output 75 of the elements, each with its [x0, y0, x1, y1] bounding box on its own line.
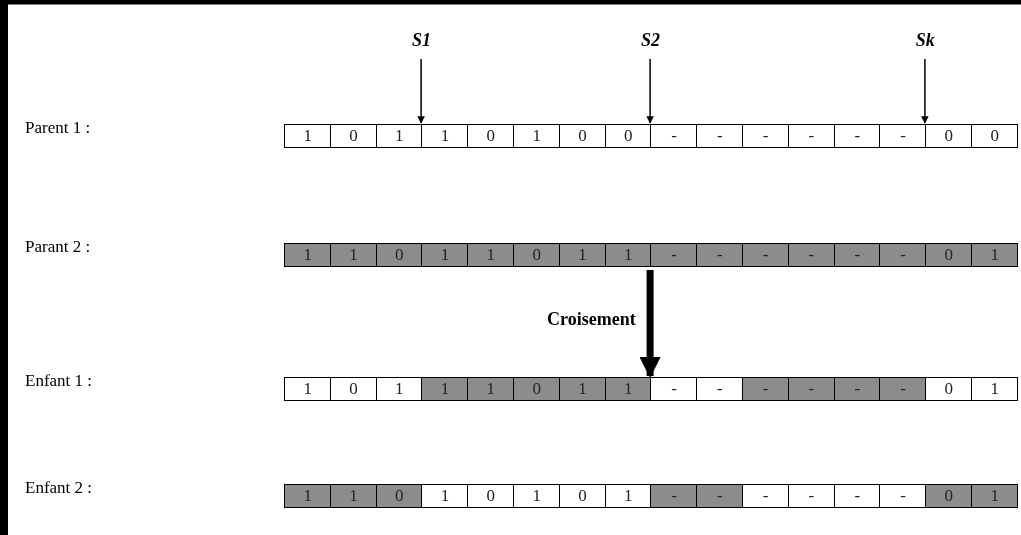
gene-cell: - — [833, 484, 881, 508]
gene-cell: 0 — [925, 243, 973, 267]
gene-cell: 1 — [421, 124, 469, 148]
gene-cell: - — [879, 243, 927, 267]
gene-cell: 1 — [604, 484, 652, 508]
gene-cell: - — [833, 377, 881, 401]
gene-cell: 0 — [375, 243, 423, 267]
gene-cell: 1 — [375, 124, 423, 148]
gene-cell: - — [742, 377, 790, 401]
gene-cell: 1 — [971, 243, 1019, 267]
gene-cell: 1 — [604, 243, 652, 267]
gene-cell: - — [650, 243, 698, 267]
gene-cell: 1 — [558, 243, 607, 267]
gene-cell: - — [696, 124, 744, 148]
gene-cell: 1 — [421, 484, 469, 508]
gene-cell: 1 — [971, 377, 1019, 401]
cut-point-label: S1 — [411, 30, 431, 51]
gene-cell: - — [650, 377, 698, 401]
gene-cell: - — [650, 484, 698, 508]
gene-cell: 1 — [329, 484, 378, 508]
gene-cell: - — [833, 243, 881, 267]
gene-cell: 1 — [284, 484, 332, 508]
gene-cell: - — [696, 243, 744, 267]
gene-cell: - — [787, 377, 836, 401]
gene-cell: - — [650, 124, 698, 148]
gene-cell: 0 — [329, 124, 378, 148]
gene-cell: - — [879, 484, 927, 508]
row-label: Parant 2 : — [25, 237, 91, 257]
gene-cell: 0 — [604, 124, 652, 148]
gene-cell: 1 — [467, 243, 515, 267]
gene-cell: 1 — [421, 377, 469, 401]
gene-cell: 0 — [558, 124, 607, 148]
gene-cell: - — [879, 124, 927, 148]
gene-cell: 1 — [558, 377, 607, 401]
arrow — [646, 58, 654, 124]
gene-cell: - — [787, 124, 836, 148]
row-label: Enfant 2 : — [25, 478, 93, 498]
gene-cell: 1 — [513, 124, 561, 148]
gene-cell: - — [696, 377, 744, 401]
gene-cell: - — [696, 484, 744, 508]
gene-cell: 1 — [971, 484, 1019, 508]
gene-cell: 1 — [513, 484, 561, 508]
gene-cell: 1 — [467, 377, 515, 401]
gene-cell: 1 — [284, 377, 332, 401]
cut-point-label: Sk — [915, 30, 935, 51]
row-label: Enfant 1 : — [25, 371, 93, 391]
gene-cell: - — [742, 124, 790, 148]
gene-cell: - — [879, 377, 927, 401]
gene-cell: 1 — [375, 377, 423, 401]
arrow — [417, 58, 425, 124]
gene-cell: 1 — [421, 243, 469, 267]
gene-cell: 0 — [513, 243, 561, 267]
gene-cell: 0 — [558, 484, 607, 508]
gene-cell: 0 — [925, 484, 973, 508]
gene-cell: 1 — [284, 243, 332, 267]
gene-cell: 1 — [329, 243, 378, 267]
gene-cell: - — [742, 484, 790, 508]
gene-cell: 0 — [467, 484, 515, 508]
gene-cell: 0 — [925, 377, 973, 401]
cut-point-label: S2 — [640, 30, 660, 51]
gene-cell: 0 — [375, 484, 423, 508]
arrow — [921, 58, 929, 124]
gene-cell: - — [742, 243, 790, 267]
row-label: Parent 1 : — [25, 118, 91, 138]
gene-cell: 0 — [513, 377, 561, 401]
gene-cell: 0 — [467, 124, 515, 148]
gene-cell: 0 — [925, 124, 973, 148]
gene-cell: - — [787, 243, 836, 267]
gene-cell: 1 — [604, 377, 652, 401]
gene-cell: 0 — [329, 377, 378, 401]
gene-cell: - — [787, 484, 836, 508]
gene-cell: 1 — [284, 124, 332, 148]
gene-cell: - — [833, 124, 881, 148]
edge-label: Croisement — [547, 309, 636, 330]
gene-cell: 0 — [971, 124, 1019, 148]
